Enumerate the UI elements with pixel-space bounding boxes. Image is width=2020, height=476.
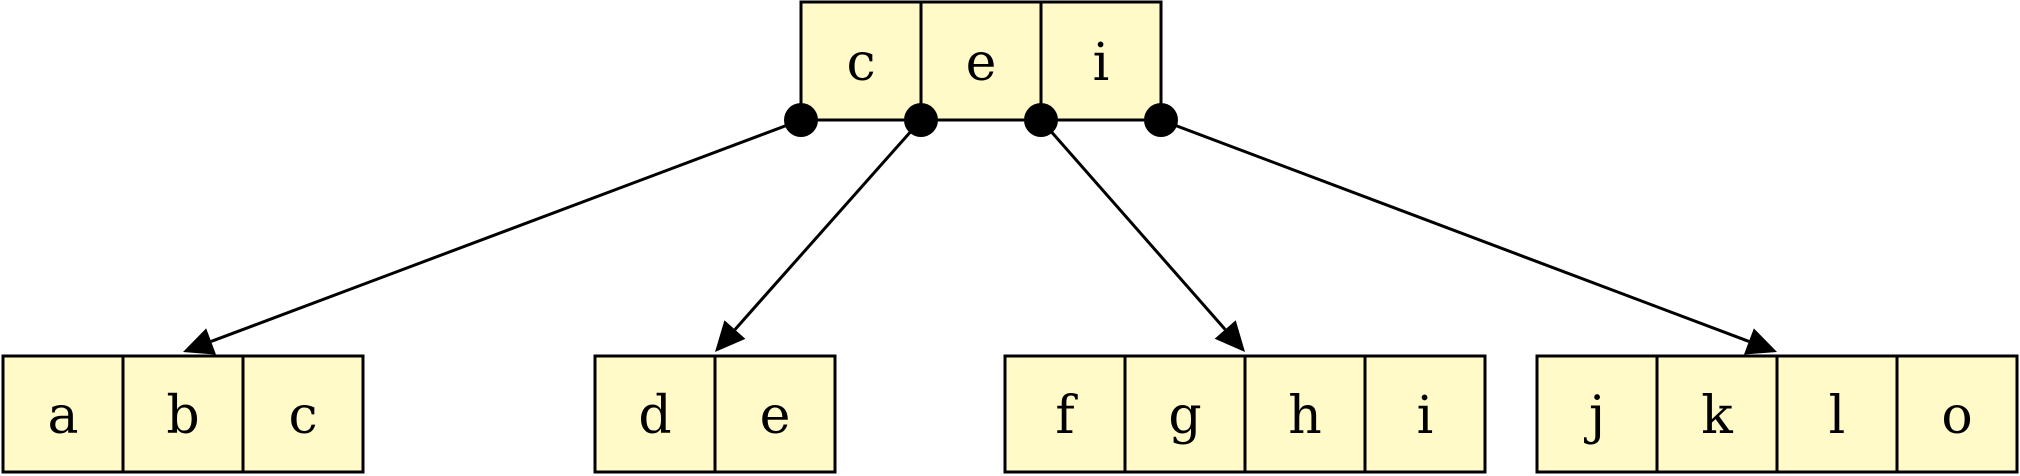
pointer-edge-0 — [210, 118, 802, 343]
child-node-1-cell-1 — [713, 354, 837, 474]
child-node-3-key-1: k — [1701, 386, 1733, 446]
child-node-2-key-2: h — [1288, 386, 1322, 446]
edges-layer — [183, 118, 1777, 355]
pointer-dot-2 — [1024, 103, 1058, 137]
child-node-1-key-0: d — [638, 386, 671, 446]
pointer-edge-1 — [733, 119, 923, 331]
child-node-3-key-0: j — [1584, 386, 1605, 446]
child-node-0-key-0: a — [47, 386, 78, 446]
pointer-edge-2 — [1039, 119, 1227, 331]
child-node-2-key-3: i — [1417, 386, 1434, 446]
arrowhead-2 — [1214, 320, 1245, 352]
child-node-2-cell-0 — [1003, 354, 1127, 474]
child-node-2-key-1: g — [1168, 386, 1201, 446]
child-node-2: f g h i — [1003, 354, 1487, 474]
child-node-2-cell-3 — [1363, 354, 1487, 474]
arrowhead-3 — [1743, 328, 1777, 355]
root-node-key-1: e — [966, 33, 997, 93]
child-node-0: a b c — [1, 354, 365, 474]
pointer-dots-layer — [784, 103, 1178, 137]
pointer-dot-1 — [904, 103, 938, 137]
child-node-2-key-0: f — [1055, 386, 1078, 446]
child-node-3-key-3: o — [1941, 386, 1972, 446]
arrowhead-0 — [183, 328, 217, 355]
child-node-3-cell-3 — [1895, 354, 2019, 474]
child-node-0-cell-2 — [241, 354, 365, 474]
root-node-key-2: i — [1093, 33, 1110, 93]
child-node-0-key-1: b — [166, 386, 199, 446]
pointer-dot-3 — [1144, 103, 1178, 137]
child-node-2-cell-1 — [1123, 354, 1247, 474]
pointer-edge-3 — [1160, 118, 1750, 343]
child-node-3-cell-2 — [1775, 354, 1899, 474]
root-node-cell-1 — [919, 0, 1043, 122]
root-node-cell-2 — [1039, 0, 1163, 122]
child-node-0-key-2: c — [288, 386, 317, 446]
arrowhead-1 — [715, 320, 746, 352]
root-node-key-0: c — [846, 33, 875, 93]
pointer-dot-0 — [784, 103, 818, 137]
child-node-3-key-2: l — [1829, 386, 1846, 446]
child-node-1-key-1: e — [760, 386, 791, 446]
